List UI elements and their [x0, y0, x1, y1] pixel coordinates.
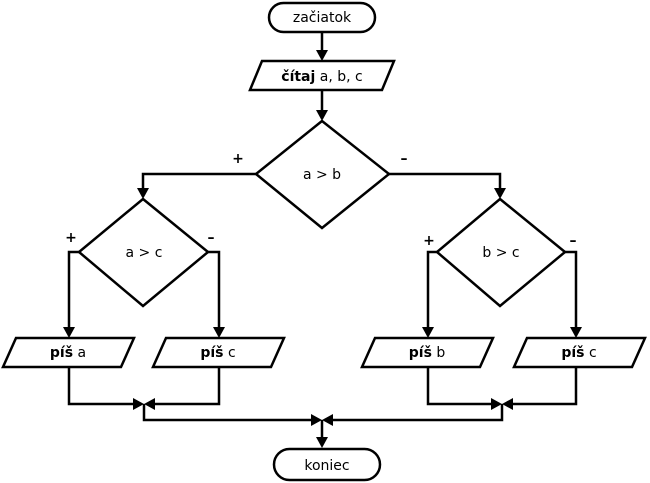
arrowhead-down	[137, 188, 149, 199]
output-keyword: píš	[200, 345, 223, 361]
left-decision-diamond	[77, 197, 210, 308]
output-var: c	[224, 345, 236, 361]
right-yes-sign: +	[423, 233, 435, 249]
output-node-1: píš a	[1, 336, 136, 369]
edge-right-merge-to-center	[330, 404, 504, 422]
arrowhead-down	[422, 327, 434, 338]
arrowhead-down	[63, 327, 75, 338]
arrowhead-down	[316, 50, 328, 61]
edge-out4-merge	[510, 367, 578, 406]
main-yes-sign: +	[232, 151, 244, 167]
arrowhead-left	[502, 398, 513, 410]
left-yes-sign: +	[65, 230, 77, 246]
arrowhead-down	[570, 327, 582, 338]
arrowhead-down	[316, 437, 328, 448]
output-node-3: píš b	[360, 336, 495, 369]
output-parallelogram	[1, 336, 136, 369]
output-var: c	[585, 345, 597, 361]
left-decision-node: a > c + –	[65, 197, 215, 308]
main-decision-label: a > b	[303, 167, 341, 183]
arrowhead-right	[491, 398, 502, 410]
edge-right-no	[565, 250, 578, 328]
right-no-sign: –	[570, 233, 577, 249]
input-label: čítaj a, b, c	[281, 69, 362, 85]
edge-out3-merge	[426, 367, 494, 406]
output-keyword: píš	[409, 345, 432, 361]
edge-main-no	[389, 172, 502, 190]
main-decision-diamond	[254, 119, 392, 230]
output-keyword: píš	[561, 345, 584, 361]
input-keyword: čítaj	[281, 69, 315, 85]
edge-out2-merge	[152, 367, 221, 406]
input-node: čítaj a, b, c	[248, 59, 396, 92]
arrowhead-right	[311, 414, 322, 426]
end-node: koniec	[272, 447, 382, 482]
output-parallelogram	[360, 336, 495, 369]
edge-left-no	[208, 250, 221, 328]
arrowhead-left	[322, 414, 333, 426]
output-label: píš b	[409, 345, 446, 361]
output-parallelogram	[512, 336, 647, 369]
arrowheads	[63, 50, 582, 448]
output-var: a	[73, 345, 86, 361]
arrowhead-right	[133, 398, 144, 410]
right-decision-label: b > c	[482, 245, 519, 261]
arrowhead-down	[494, 188, 506, 199]
right-decision-diamond	[435, 197, 567, 308]
main-no-sign: –	[401, 151, 408, 167]
arrowhead-down	[316, 110, 328, 121]
start-label: začiatok	[293, 10, 352, 26]
output-label: píš c	[200, 345, 235, 361]
arrowhead-left	[144, 398, 155, 410]
start-node: začiatok	[267, 1, 377, 34]
end-terminator	[272, 447, 382, 482]
output-keyword: píš	[50, 345, 73, 361]
output-node-2: píš c	[151, 336, 286, 369]
edge-left-yes	[67, 250, 79, 328]
edge-out1-merge	[67, 367, 136, 406]
input-parallelogram	[248, 59, 396, 92]
main-decision-node: a > b + –	[232, 119, 408, 230]
input-args: a, b, c	[315, 69, 362, 85]
start-terminator	[267, 1, 377, 34]
edge-main-yes	[141, 172, 256, 190]
end-label: koniec	[304, 458, 349, 474]
left-no-sign: –	[208, 230, 215, 246]
output-label: píš a	[50, 345, 86, 361]
output-label: píš c	[561, 345, 596, 361]
left-decision-label: a > c	[126, 245, 163, 261]
edge-left-merge-to-center	[142, 404, 314, 422]
output-var: b	[432, 345, 445, 361]
connectors	[67, 32, 578, 440]
right-decision-node: b > c + –	[423, 197, 577, 308]
edge-right-yes	[426, 250, 437, 328]
output-node-4: píš c	[512, 336, 647, 369]
output-parallelogram	[151, 336, 286, 369]
arrowhead-down	[213, 327, 225, 338]
